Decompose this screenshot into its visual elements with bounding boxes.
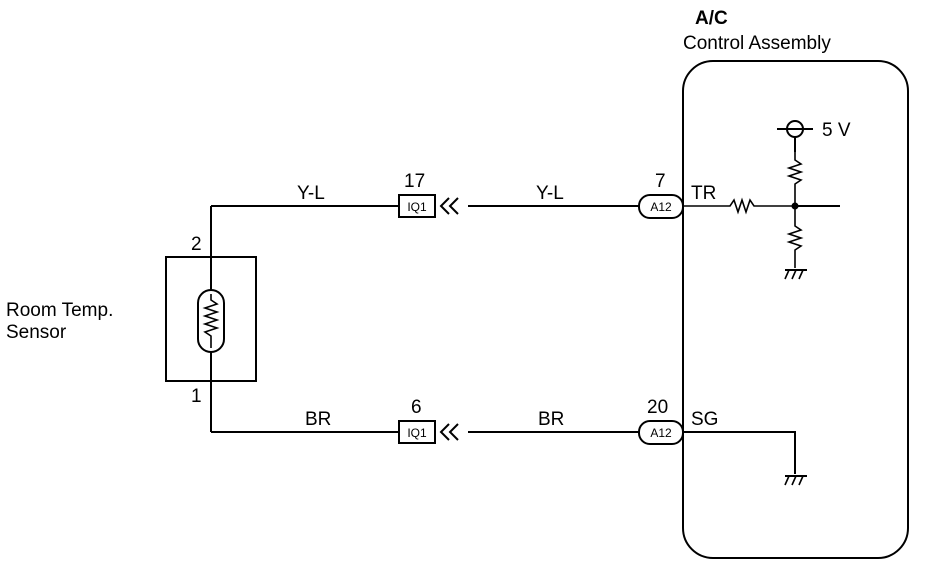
lower-wire-color-left: BR — [305, 409, 331, 430]
supply-5v-label: 5 V — [822, 120, 851, 141]
upper-wire-color-right: Y-L — [536, 183, 564, 204]
inline-pin-upper: 17 — [404, 171, 425, 192]
ecu-pin-upper: 7 — [655, 171, 666, 192]
supply-5v-symbol — [777, 120, 813, 152]
control-assembly-title: A/C — [695, 8, 728, 29]
inline-connector-lower-id: IQ1 — [407, 426, 427, 440]
ecu-pin-lower: 20 — [647, 397, 668, 418]
inline-connector-lower: IQ1 — [398, 420, 459, 444]
ecu-connector-upper-id: A12 — [650, 200, 672, 214]
ground-icon-lower — [784, 475, 807, 486]
ecu-connector-upper: A12 — [638, 194, 684, 219]
ecu-connector-lower-id: A12 — [650, 426, 672, 440]
pulldown-resistor — [786, 206, 804, 268]
inline-connector-upper-id: IQ1 — [407, 200, 427, 214]
sensor-label-line1: Room Temp. — [6, 300, 113, 321]
sg-label: SG — [691, 409, 718, 430]
inline-pin-lower: 6 — [411, 397, 422, 418]
pullup-resistor — [786, 152, 804, 206]
sensor-pin-bottom: 1 — [191, 386, 202, 407]
sensor-label-line2: Sensor — [6, 322, 67, 343]
thermistor-icon — [197, 257, 225, 381]
sg-ground-line — [683, 431, 796, 474]
ground-icon-upper — [784, 269, 807, 280]
tr-label: TR — [691, 183, 716, 204]
inline-connector-upper: IQ1 — [398, 194, 459, 218]
ecu-connector-lower: A12 — [638, 420, 684, 445]
control-assembly-box — [682, 60, 909, 559]
tr-series-resistor — [683, 197, 795, 215]
sensor-pin-top: 2 — [191, 234, 202, 255]
upper-wire-color-left: Y-L — [297, 183, 325, 204]
lower-wire-color-right: BR — [538, 409, 564, 430]
control-assembly-subtitle: Control Assembly — [683, 33, 831, 54]
